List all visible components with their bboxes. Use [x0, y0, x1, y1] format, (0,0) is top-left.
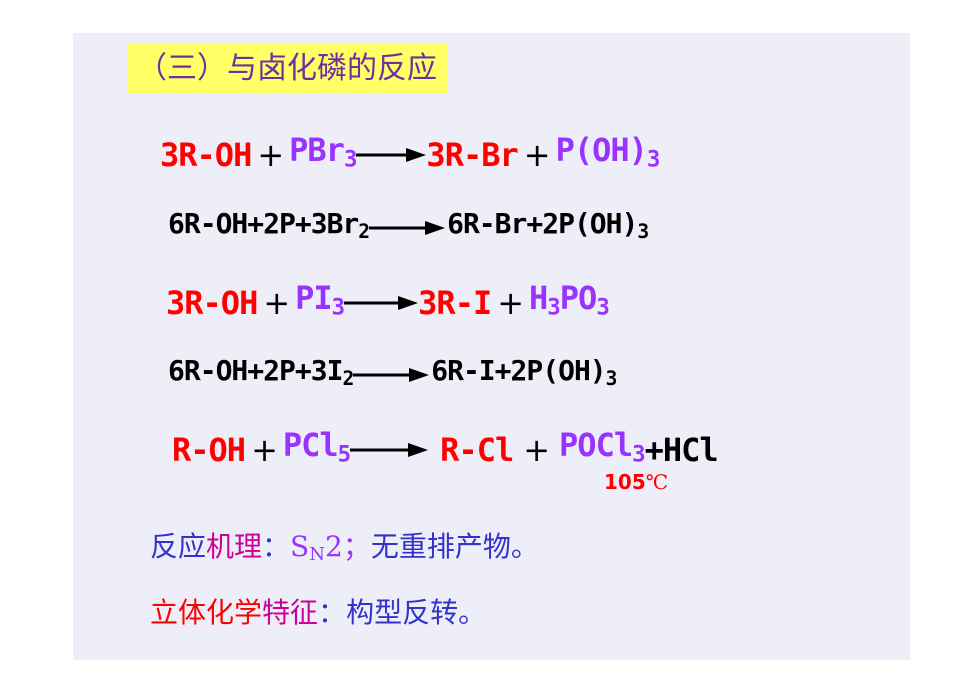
reaction-arrow-icon: [369, 206, 447, 250]
plus-sign: +: [257, 135, 284, 174]
reaction-5: R-OH + PCl5 R-Cl + POCl3 +HCl: [172, 423, 719, 477]
reaction-2: 6R-OH+2P+3Br2 6R-Br+2P(OH)3: [168, 202, 649, 254]
plus-sign: +: [523, 135, 551, 174]
product: R-Cl: [440, 430, 514, 469]
products: 6R-Br+2P(OH)3: [447, 207, 649, 243]
reactant: 3R-OH: [160, 135, 252, 174]
plus-sign: +: [523, 430, 550, 469]
reaction-4: 6R-OH+2P+3I2 6R-I+2P(OH)3: [168, 349, 617, 401]
reactants: 6R-OH+2P+3I2: [168, 354, 354, 390]
slide-background: [73, 33, 910, 660]
product: 3R-I: [418, 283, 492, 322]
byproduct-hcl: +HCl: [644, 430, 719, 469]
section-title: （三）与卤化磷的反应: [127, 44, 447, 94]
reaction-1: 3R-OH + PBr3 3R-Br + P(OH)3: [160, 128, 661, 182]
product: 3R-Br: [426, 135, 518, 174]
reaction-3: 3R-OH + PI3 3R-I + H3PO3: [166, 276, 610, 330]
reaction-arrow-icon: [350, 428, 430, 472]
reactant: 3R-OH: [166, 283, 258, 322]
reagent: PCl5: [282, 426, 351, 468]
products: 6R-I+2P(OH)3: [431, 354, 617, 390]
temperature-label: 105℃: [604, 470, 669, 494]
plus-sign: +: [497, 283, 524, 322]
reactant: R-OH: [172, 430, 246, 469]
byproduct: POCl3: [559, 426, 646, 468]
mechanism-note: 反应机理：SN2；无重排产物。: [150, 530, 539, 565]
byproduct: H3PO3: [529, 279, 610, 321]
stereochemistry-note: 立体化学特征：构型反转。: [150, 596, 487, 629]
reaction-arrow-icon: [356, 133, 427, 177]
reagent: PI3: [295, 279, 345, 321]
reactants: 6R-OH+2P+3Br2: [168, 207, 370, 243]
byproduct: P(OH)3: [555, 131, 661, 173]
reaction-arrow-icon: [344, 281, 419, 325]
reaction-arrow-icon: [353, 353, 431, 397]
plus-sign: +: [263, 283, 290, 322]
reagent: PBr3: [289, 131, 357, 173]
plus-sign: +: [251, 430, 278, 469]
